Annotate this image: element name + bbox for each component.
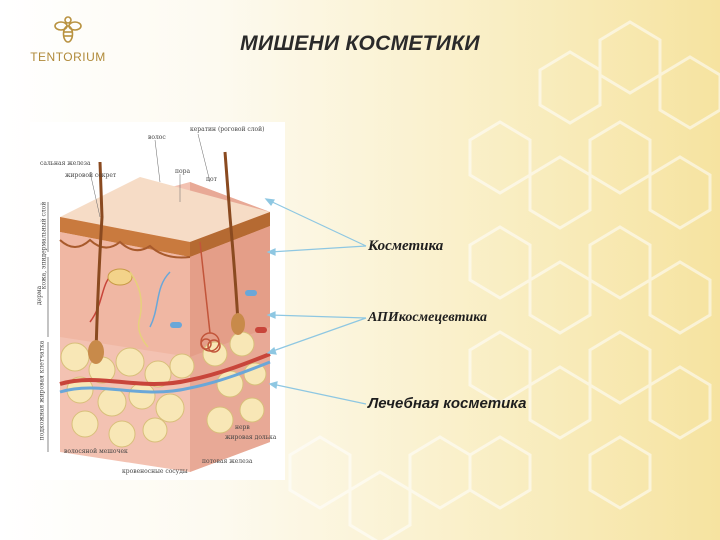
label-sweat-gland: потовая железа <box>202 458 253 465</box>
skin-structure-illustration: волос кератин (роговой слой) жировой сек… <box>30 122 285 480</box>
callout-medical-cosmetics: Лечебная косметика <box>368 395 527 412</box>
label-blood-vessels: кровеносные сосуды <box>122 468 188 475</box>
bee-icon <box>54 16 82 43</box>
label-epidermis-side: кожа, эпидермальный слой <box>40 201 48 290</box>
label-sebum: жировой секрет <box>65 172 117 179</box>
label-hair-shaft: волос <box>148 134 166 141</box>
label-follicle: волосяной мешочек <box>64 448 128 455</box>
label-fat-lobule: жировая долька <box>225 434 277 441</box>
tentorium-logo: TENTORIUM <box>18 14 118 64</box>
callout-cosmetics: Косметика <box>368 238 444 254</box>
skin-cross-section <box>47 133 271 472</box>
label-pore: пора <box>175 168 191 175</box>
brand-name: TENTORIUM <box>30 50 106 64</box>
label-sebaceous-gland: сальная железа <box>40 160 91 167</box>
callout-api-cosmeceutics: АПИкосмецевтика <box>368 310 488 325</box>
label-nerve: нерв <box>235 424 250 431</box>
label-horny-layer: кератин (роговой слой) <box>190 126 265 133</box>
page-title: МИШЕНИ КОСМЕТИКИ <box>240 32 480 55</box>
label-sweat: пот <box>206 176 217 183</box>
label-hypodermis-side: подкожная жировая клетчатка <box>38 340 46 441</box>
label-dermis-side: дерма <box>36 285 44 306</box>
